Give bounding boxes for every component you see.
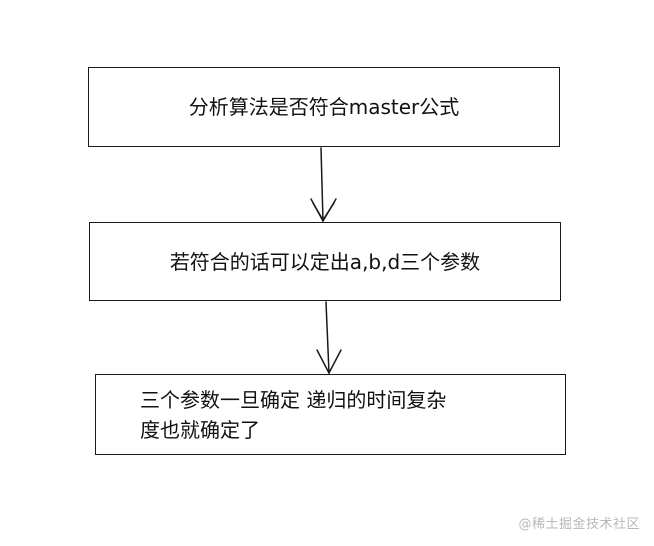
flow-step-2: 若符合的话可以定出a,b,d三个参数 [89,222,561,301]
arrow-step2-to-step3 [316,301,342,375]
watermark-text: @稀土掘金技术社区 [518,517,640,532]
arrow-step1-to-step2 [310,147,337,223]
flow-step-1: 分析算法是否符合master公式 [88,67,560,147]
flow-step-1-label: 分析算法是否符合master公式 [188,95,460,119]
flow-step-3: 三个参数一旦确定 递归的时间复杂 度也就确定了 [95,374,566,455]
flow-step-2-label: 若符合的话可以定出a,b,d三个参数 [169,249,481,274]
flow-step-3-label: 三个参数一旦确定 递归的时间复杂 度也就确定了 [140,387,447,442]
